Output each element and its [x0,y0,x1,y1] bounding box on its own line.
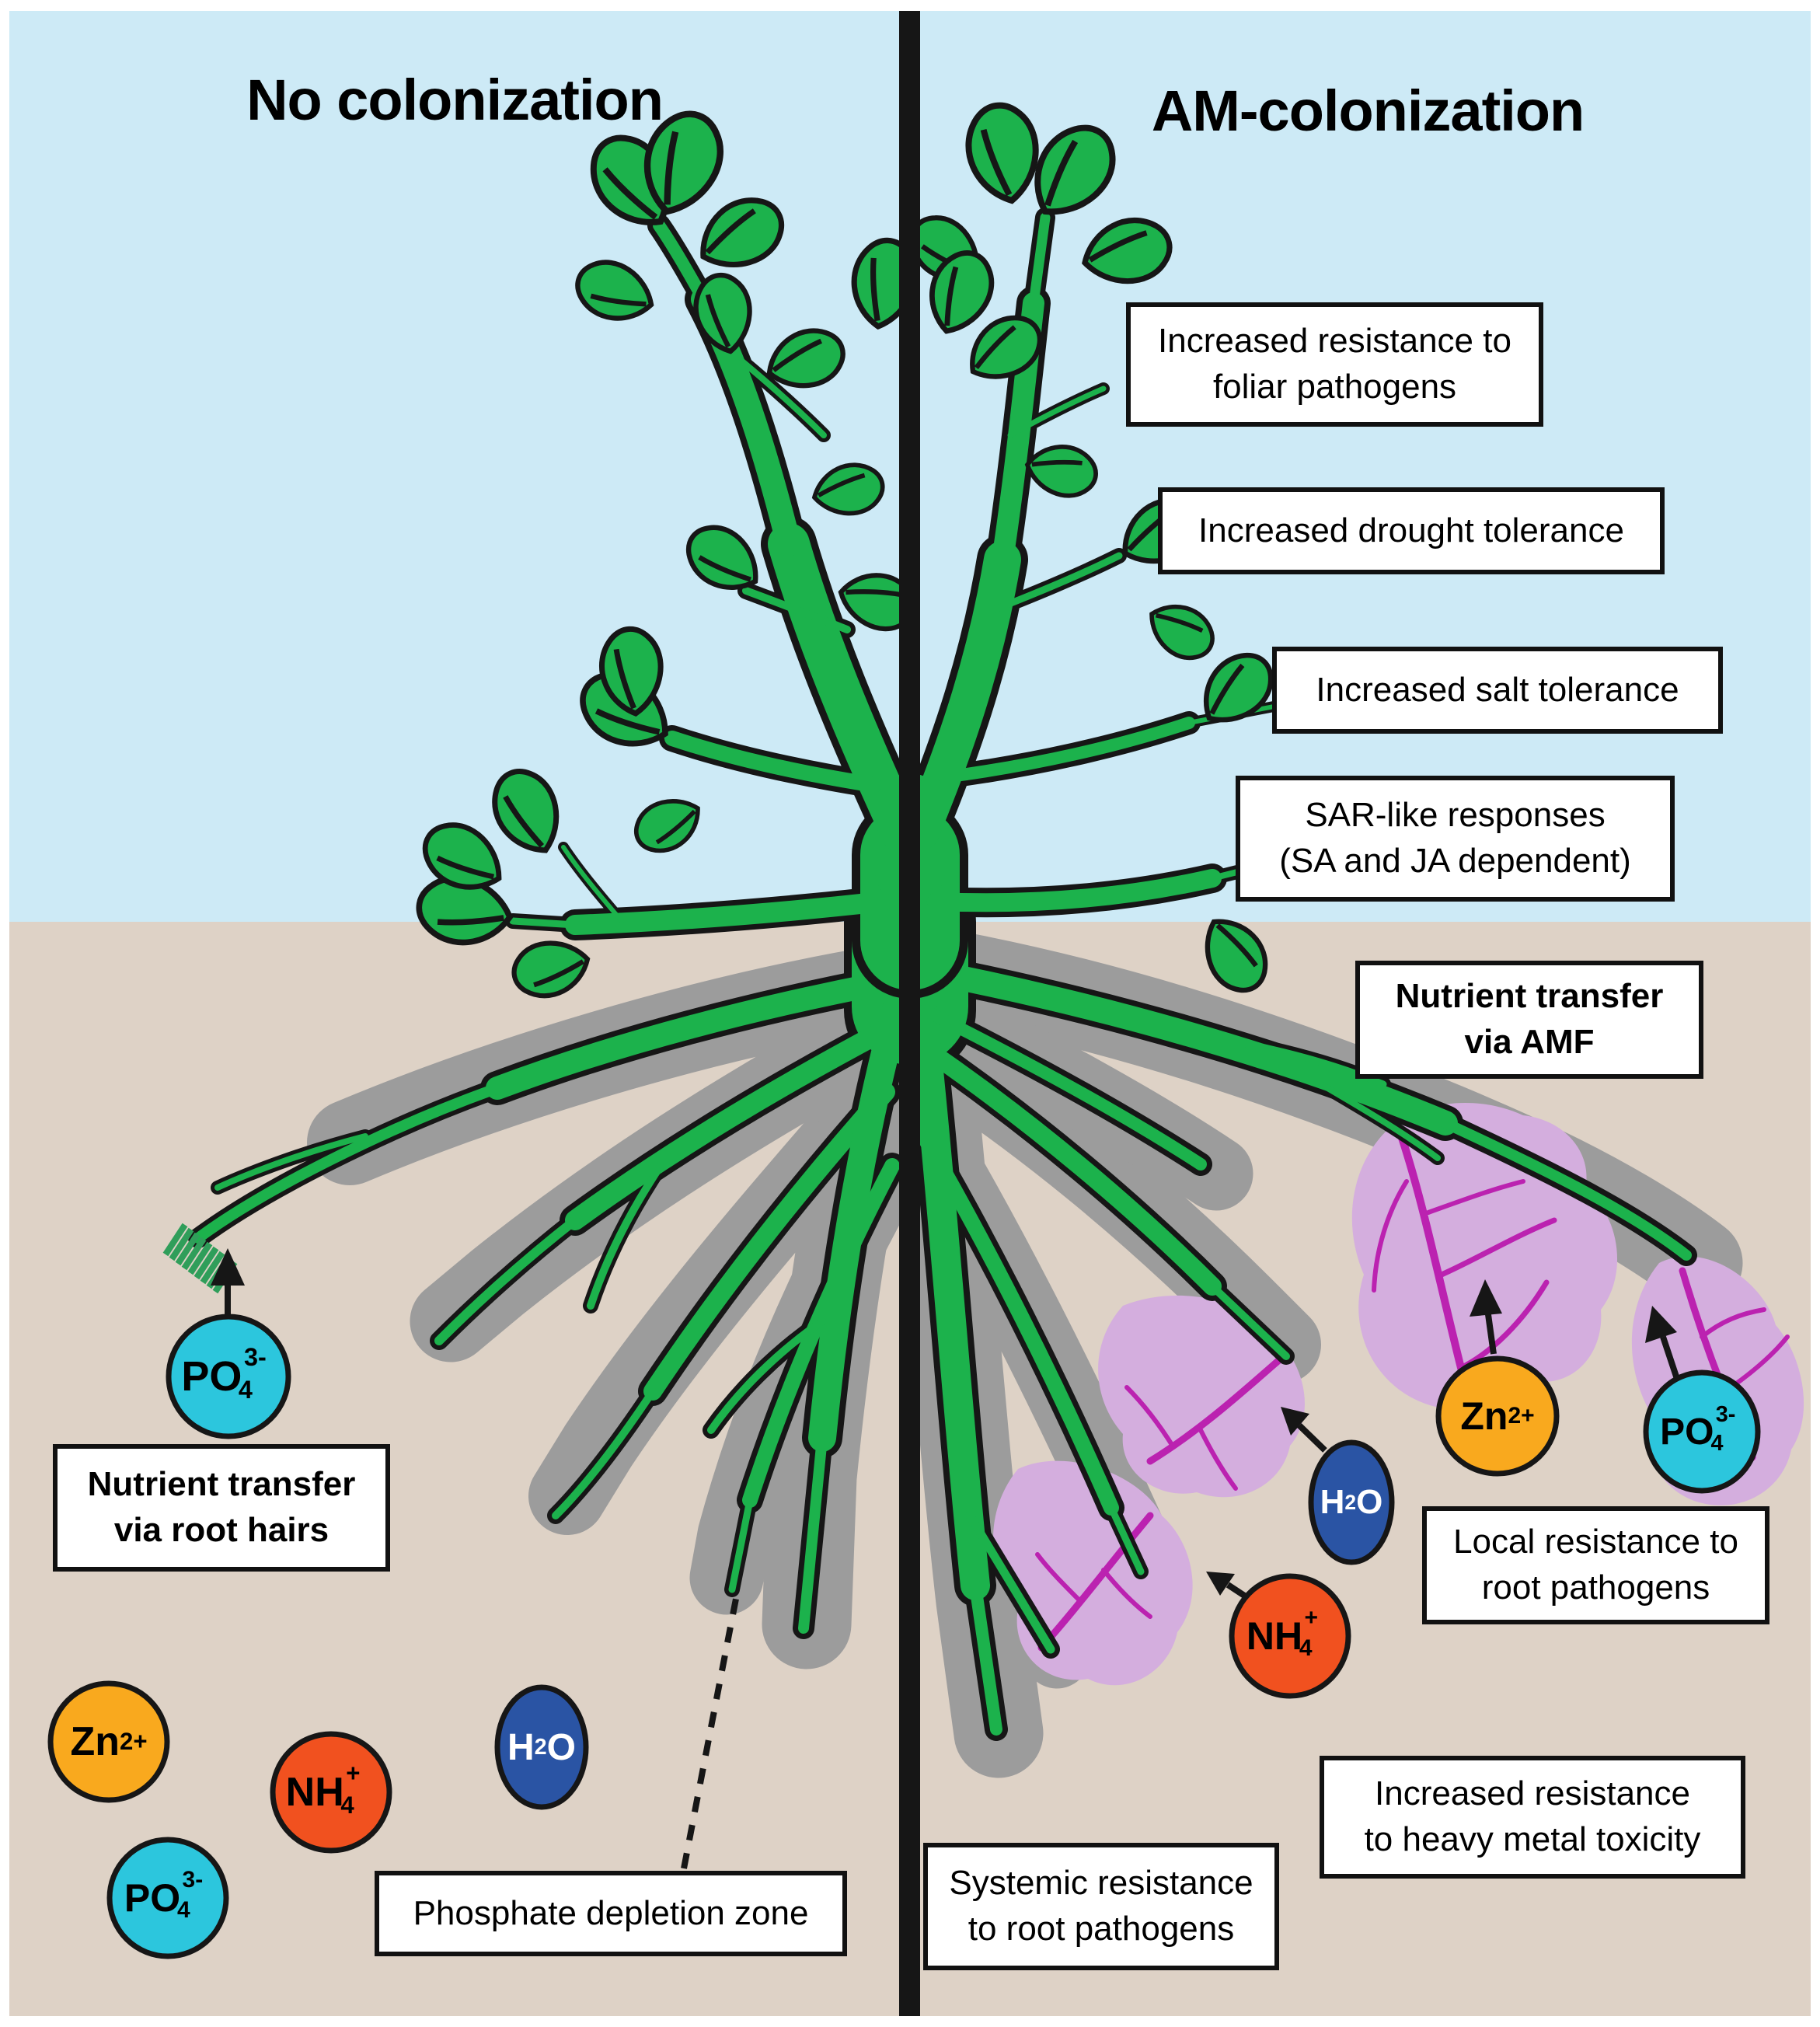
label-text: Local resistance to root pathogens [1453,1523,1738,1607]
po4-ion-circle-bottom-left [106,1837,229,1959]
label-text-line2: via root hairs [113,1511,329,1549]
zn-ion-circle-left [47,1680,170,1803]
label-salt-tolerance: Increased salt tolerance [1272,647,1723,734]
h2o-right-arrow [1281,1407,1327,1453]
label-local-root-pathogen-resistance: Local resistance to root pathogens [1422,1506,1769,1624]
panel-divider-line [899,11,920,2016]
label-text-line1: Increased resistance [1375,1774,1690,1813]
label-text-line1: Systemic resistance [949,1864,1253,1903]
nh4-ion-circle-right [1229,1573,1351,1699]
label-heavy-metal-resistance: Increased resistance to heavy metal toxi… [1320,1756,1745,1879]
label-sar-like-responses: SAR-like responses (SA and JA dependent) [1236,776,1675,902]
label-text-line1: Nutrient transfer [1395,977,1664,1016]
label-drought-tolerance: Increased drought tolerance [1158,487,1665,574]
label-text: Increased resistance to foliar pathogens [1158,322,1511,406]
label-text: Increased drought tolerance [1198,511,1624,549]
zn-right-arrow [1470,1279,1502,1355]
label-nutrient-transfer-via-root-hairs: Nutrient transfer via root hairs [53,1444,390,1572]
h2o-ion-circle-left [494,1684,589,1810]
h2o-ion-circle-right [1308,1439,1395,1565]
label-foliar-pathogen-resistance: Increased resistance to foliar pathogens [1126,302,1543,427]
nh4-ion-circle-left [270,1731,392,1854]
label-text: Increased salt tolerance [1316,670,1679,709]
label-text: Phosphate depletion zone [413,1893,809,1932]
label-text-line2: to root pathogens [968,1910,1235,1948]
depletion-zone-pointer-dashed-line [681,1594,740,1869]
label-systemic-root-pathogen-resistance: Systemic resistance to root pathogens [923,1843,1279,1970]
po4-ion-circle-right [1643,1369,1761,1494]
label-text-line1: Nutrient transfer [87,1465,356,1504]
ion-circles [47,1314,1761,1959]
label-nutrient-transfer-via-amf: Nutrient transfer via AMF [1355,961,1703,1079]
left-panel-title: No colonization [246,68,664,132]
label-phosphate-depletion-zone: Phosphate depletion zone [375,1871,847,1956]
nh4-ion-label-right: NH+4 [1246,1605,1319,1662]
nh4-ion-label-left: NH+4 [285,1760,361,1819]
label-text-line1: SAR-like responses [1305,796,1606,835]
label-text-line2: to heavy metal toxicity [1364,1820,1701,1858]
po4-ion-circle-left [166,1314,291,1439]
zn-ion-circle-right [1435,1355,1560,1477]
label-text-line2: (SA and JA dependent) [1279,842,1631,880]
right-panel-title: AM-colonization [1151,78,1585,143]
label-text-line2: via AMF [1464,1023,1595,1061]
